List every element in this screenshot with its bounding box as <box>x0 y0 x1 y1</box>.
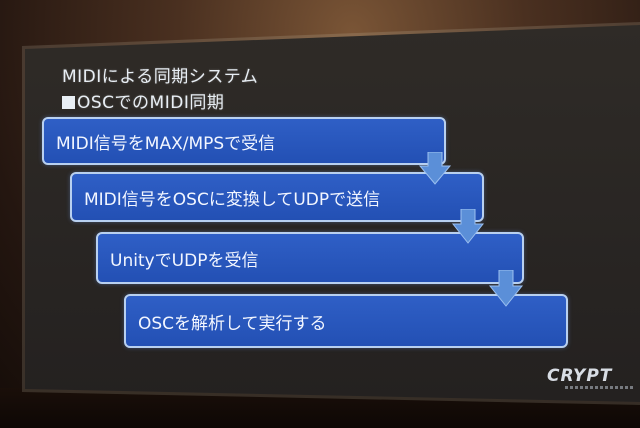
flow-step-1-label: MIDI信号をMAX/MPSで受信 <box>56 133 276 154</box>
flow-step-4-label: OSCを解析して実行する <box>138 313 327 334</box>
logo-tagline-mark <box>565 386 635 389</box>
square-bullet-icon <box>62 96 75 109</box>
down-arrow-icon <box>418 152 452 185</box>
slide-subtitle-text: OSCでのMIDI同期 <box>77 93 225 113</box>
slide-subtitle: OSCでのMIDI同期 <box>62 88 224 113</box>
flow-step-1: MIDI信号をMAX/MPSで受信 <box>42 117 446 165</box>
flow-step-2: MIDI信号をOSCに変換してUDPで送信 <box>70 172 484 222</box>
flow-step-4: OSCを解析して実行する <box>124 294 568 348</box>
crypton-logo: CRYPT <box>547 366 613 386</box>
down-arrow-icon <box>451 209 485 244</box>
slide-title: MIDIによる同期システム <box>62 67 259 87</box>
flow-step-3-label: UnityでUDPを受信 <box>110 250 259 271</box>
flow-step-3: UnityでUDPを受信 <box>96 232 524 284</box>
flow-step-2-label: MIDI信号をOSCに変換してUDPで送信 <box>84 189 381 210</box>
down-arrow-icon <box>488 270 524 307</box>
